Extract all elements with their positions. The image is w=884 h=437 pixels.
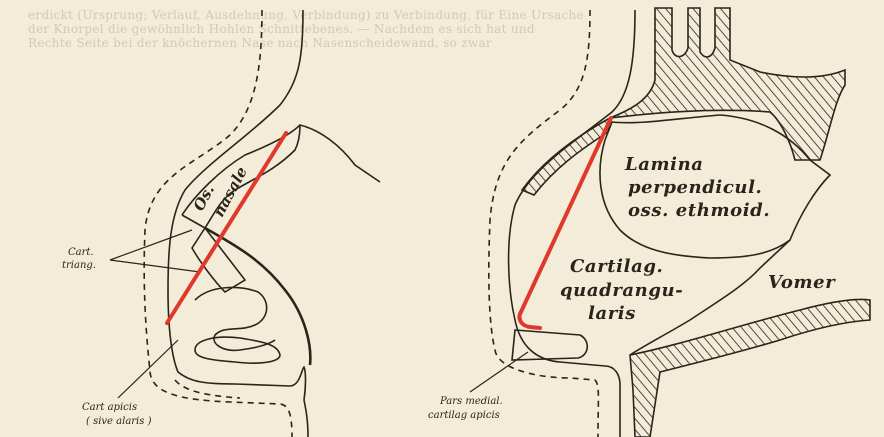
right-skin-outline bbox=[489, 10, 599, 437]
label-vomer: Vomer bbox=[768, 272, 836, 293]
label-cart-apicis-2: ( sive alaris ) bbox=[86, 416, 152, 427]
right-dorsum-bone bbox=[522, 118, 610, 195]
left-pointer-triang-1 bbox=[110, 230, 192, 260]
left-nose-profile bbox=[168, 10, 308, 437]
left-figure bbox=[110, 10, 380, 437]
label-lamina-3: oss. ethmoid. bbox=[628, 200, 770, 221]
right-pointer-pars bbox=[470, 352, 528, 392]
label-cart-apicis-1: Cart apicis bbox=[82, 402, 137, 413]
left-alar-loop bbox=[195, 287, 275, 350]
left-red-line bbox=[167, 133, 286, 323]
label-lamina-1: Lamina bbox=[624, 154, 704, 175]
left-pointer-triang-2 bbox=[110, 260, 200, 272]
right-nose-profile bbox=[509, 10, 635, 437]
label-pars-medial-1: Pars medial. bbox=[439, 396, 503, 407]
label-cart-triang-1: Cart. bbox=[68, 247, 94, 258]
left-pointer-apicis bbox=[118, 340, 178, 398]
right-vomer bbox=[630, 299, 870, 437]
left-skin-outline bbox=[144, 10, 292, 437]
labels: Os. nasale Cart. triang. Cart apicis ( s… bbox=[62, 154, 836, 427]
right-figure bbox=[470, 8, 870, 437]
label-cart-triang-2: triang. bbox=[62, 260, 96, 271]
label-pars-medial-2: cartilag apicis bbox=[428, 410, 500, 421]
label-cartilag-3: laris bbox=[588, 303, 636, 324]
right-top-bone bbox=[610, 8, 845, 160]
label-lamina-2: perpendicul. bbox=[628, 177, 762, 198]
label-cartilag-1: Cartilag. bbox=[570, 256, 663, 277]
label-cartilag-2: quadrangu- bbox=[560, 280, 683, 301]
